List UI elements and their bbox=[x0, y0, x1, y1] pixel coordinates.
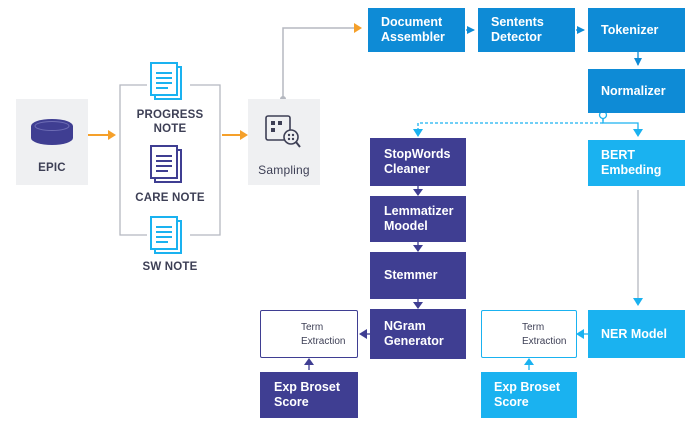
database-icon bbox=[31, 119, 73, 145]
blue-score-line2: Score bbox=[494, 395, 529, 409]
notes-bracket bbox=[119, 84, 221, 236]
sampling-to-document-arrow bbox=[280, 23, 362, 102]
lemmatizer-line1: Lemmatizer bbox=[384, 204, 454, 218]
care-note-label: CARE NOTE bbox=[135, 192, 205, 204]
ngram-line1: NGram bbox=[384, 319, 426, 333]
document-assembler-line2: Assembler bbox=[381, 30, 445, 44]
ngram-line2: Generator bbox=[384, 334, 444, 348]
sentence-detector-line1: Sentents bbox=[491, 15, 544, 29]
document-assembler-line1: Document bbox=[381, 15, 443, 29]
epic-label: EPIC bbox=[38, 162, 66, 174]
stopwords-line2: Cleaner bbox=[384, 162, 430, 176]
blue-score-to-term-connector bbox=[524, 358, 534, 370]
navy-pipeline-connectors bbox=[304, 186, 423, 370]
document-icon bbox=[150, 145, 182, 183]
navy-score-line1: Exp Broset bbox=[274, 380, 340, 394]
navy-score-line2: Score bbox=[274, 395, 309, 409]
sampling-label: Sampling bbox=[258, 163, 310, 177]
navy-term-line1: Term bbox=[301, 322, 324, 333]
epic-to-notes-arrow bbox=[88, 130, 116, 140]
document-icon bbox=[150, 216, 182, 254]
sampling-search-icon bbox=[265, 115, 301, 148]
stopwords-line1: StopWords bbox=[384, 147, 451, 161]
ner-label: NER Model bbox=[601, 326, 667, 341]
normalizer-label: Normalizer bbox=[601, 83, 666, 98]
navy-term-line2: Extraction bbox=[301, 336, 346, 347]
document-icon bbox=[150, 62, 182, 100]
notes-to-sampling-arrow bbox=[222, 130, 248, 140]
blue-pipeline-connectors bbox=[466, 26, 642, 66]
blue-score-line1: Exp Broset bbox=[494, 380, 560, 394]
sw-note-label: SW NOTE bbox=[142, 261, 198, 273]
blue-term-line1: Term bbox=[522, 322, 545, 333]
normalizer-node: Normalizer bbox=[588, 69, 685, 113]
bert-line1: BERT bbox=[601, 148, 636, 162]
bert-line2: Embeding bbox=[601, 163, 662, 177]
normalizer-split-connector bbox=[413, 110, 643, 137]
stemmer-label: Stemmer bbox=[384, 268, 438, 282]
ner-to-term-connector bbox=[576, 329, 588, 339]
sentence-detector-line2: Detector bbox=[491, 30, 542, 44]
blue-term-line2: Extraction bbox=[522, 336, 567, 347]
sampling-panel bbox=[248, 99, 320, 185]
lemmatizer-line2: Moodel bbox=[384, 219, 428, 233]
bert-to-ner-connector bbox=[633, 190, 643, 306]
progress-note-label: PROGRESS NOTE bbox=[136, 109, 204, 135]
ner-model-node: NER Model bbox=[588, 310, 685, 358]
tokenizer-label: Tokenizer bbox=[601, 22, 659, 37]
tokenizer-node: Tokenizer bbox=[588, 8, 685, 52]
stemmer-node: Stemmer bbox=[370, 252, 466, 299]
